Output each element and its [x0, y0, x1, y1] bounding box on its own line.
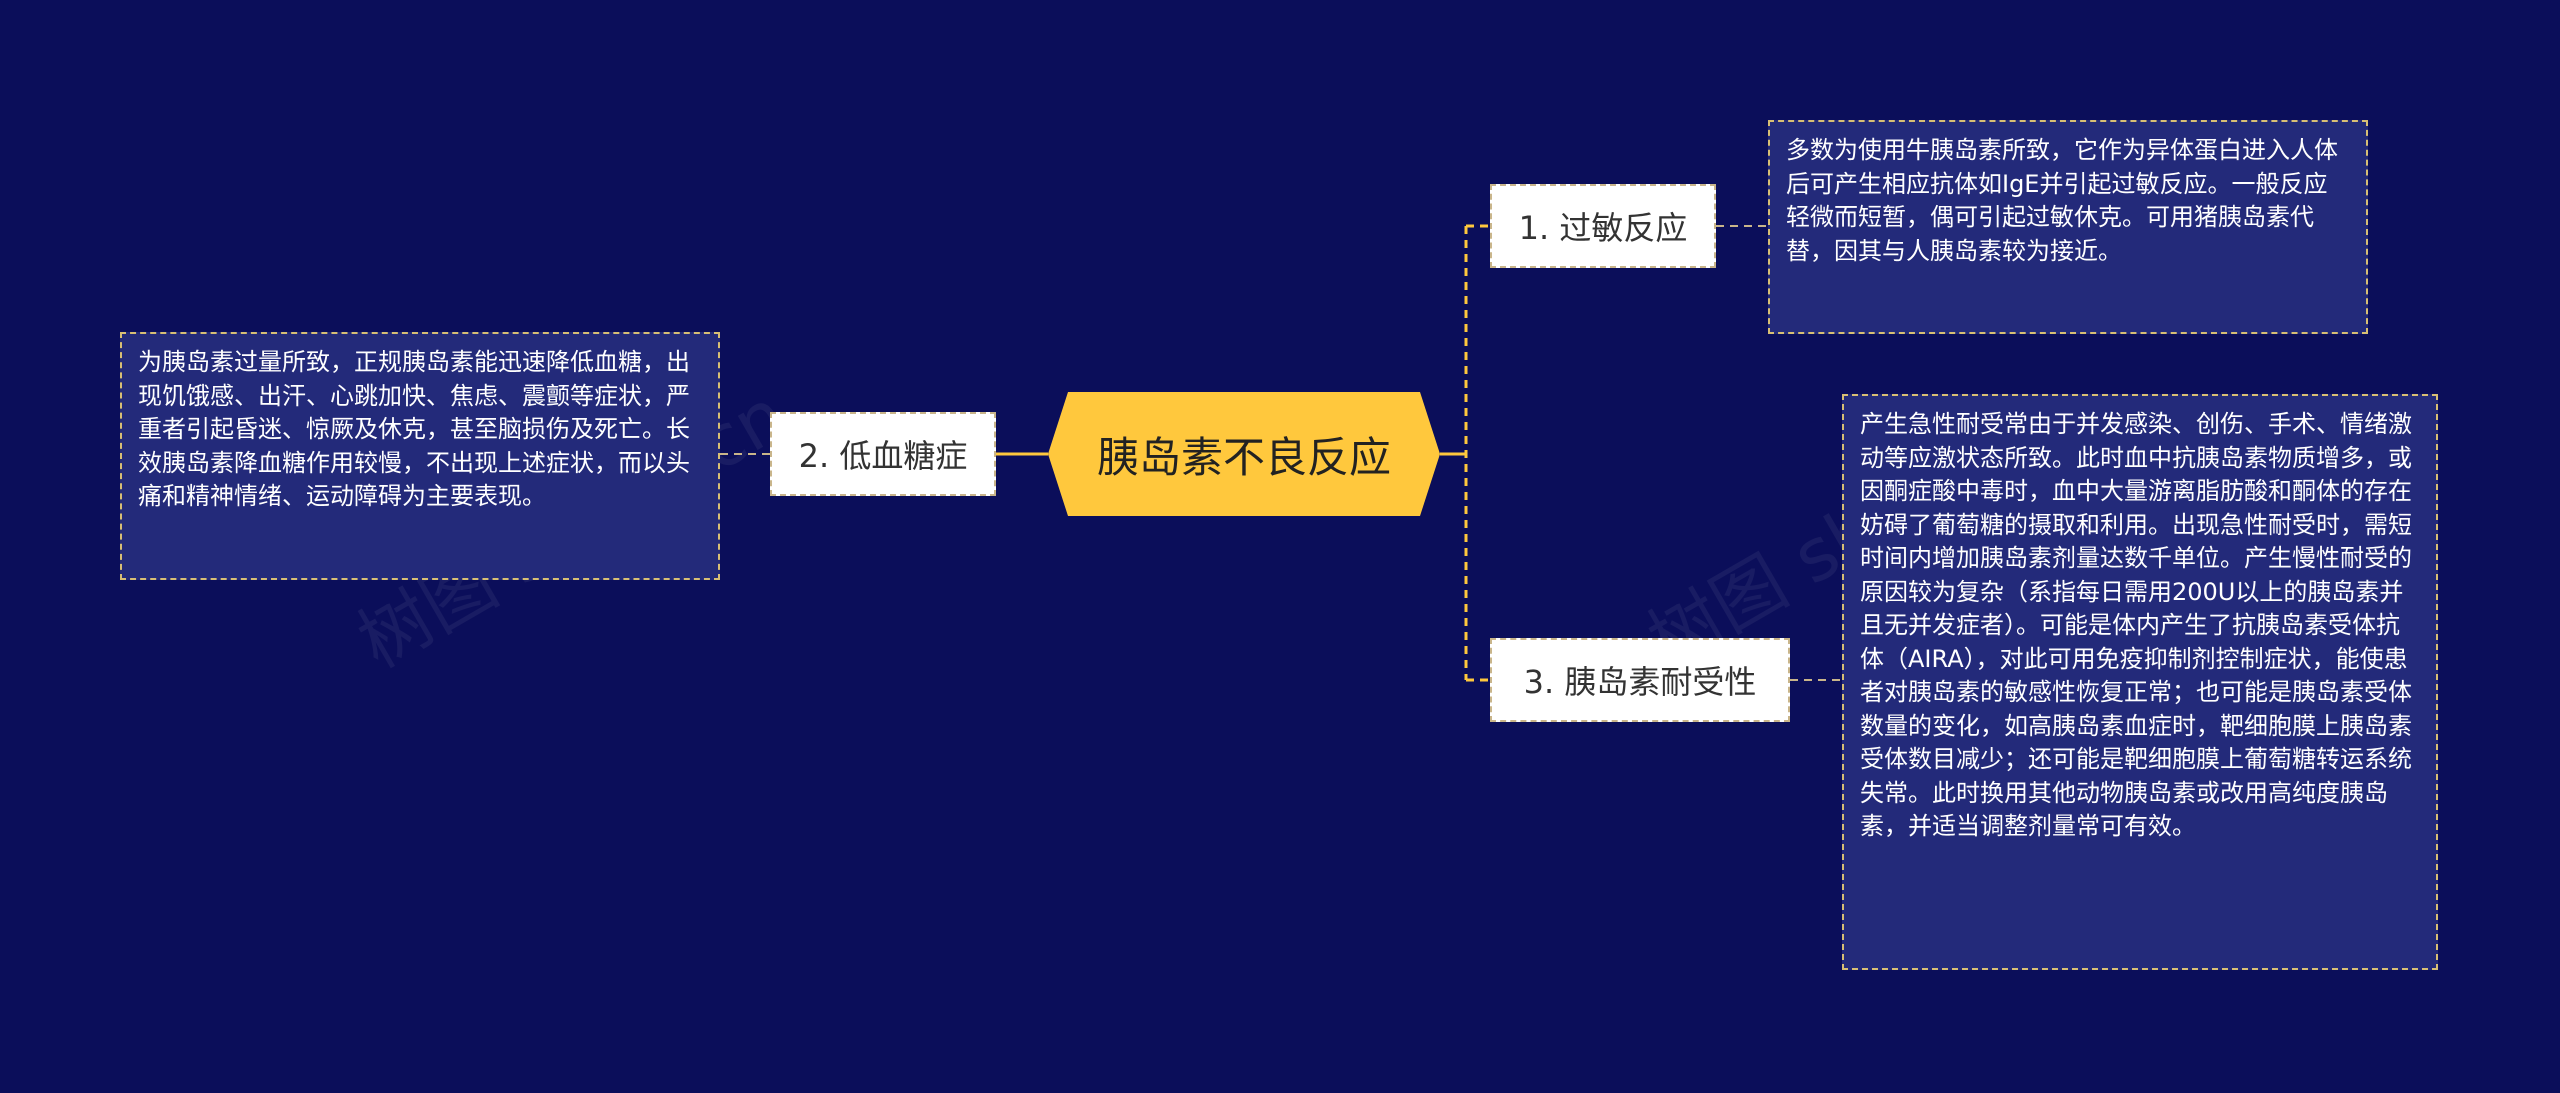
topic-hypoglycemia[interactable]: 2. 低血糖症	[770, 412, 996, 496]
root-topic[interactable]: 胰岛素不良反应	[1048, 392, 1440, 516]
detail-allergy: 多数为使用牛胰岛素所致，它作为异体蛋白进入人体后可产生相应抗体如IgE并引起过敏…	[1768, 120, 2368, 334]
topic-insulin-resistance[interactable]: 3. 胰岛素耐受性	[1490, 638, 1790, 722]
detail-hypoglycemia: 为胰岛素过量所致，正规胰岛素能迅速降低血糖，出现饥饿感、出汗、心跳加快、焦虑、震…	[120, 332, 720, 580]
topic-allergy[interactable]: 1. 过敏反应	[1490, 184, 1716, 268]
detail-insulin-resistance: 产生急性耐受常由于并发感染、创伤、手术、情绪激动等应激状态所致。此时血中抗胰岛素…	[1842, 394, 2438, 970]
